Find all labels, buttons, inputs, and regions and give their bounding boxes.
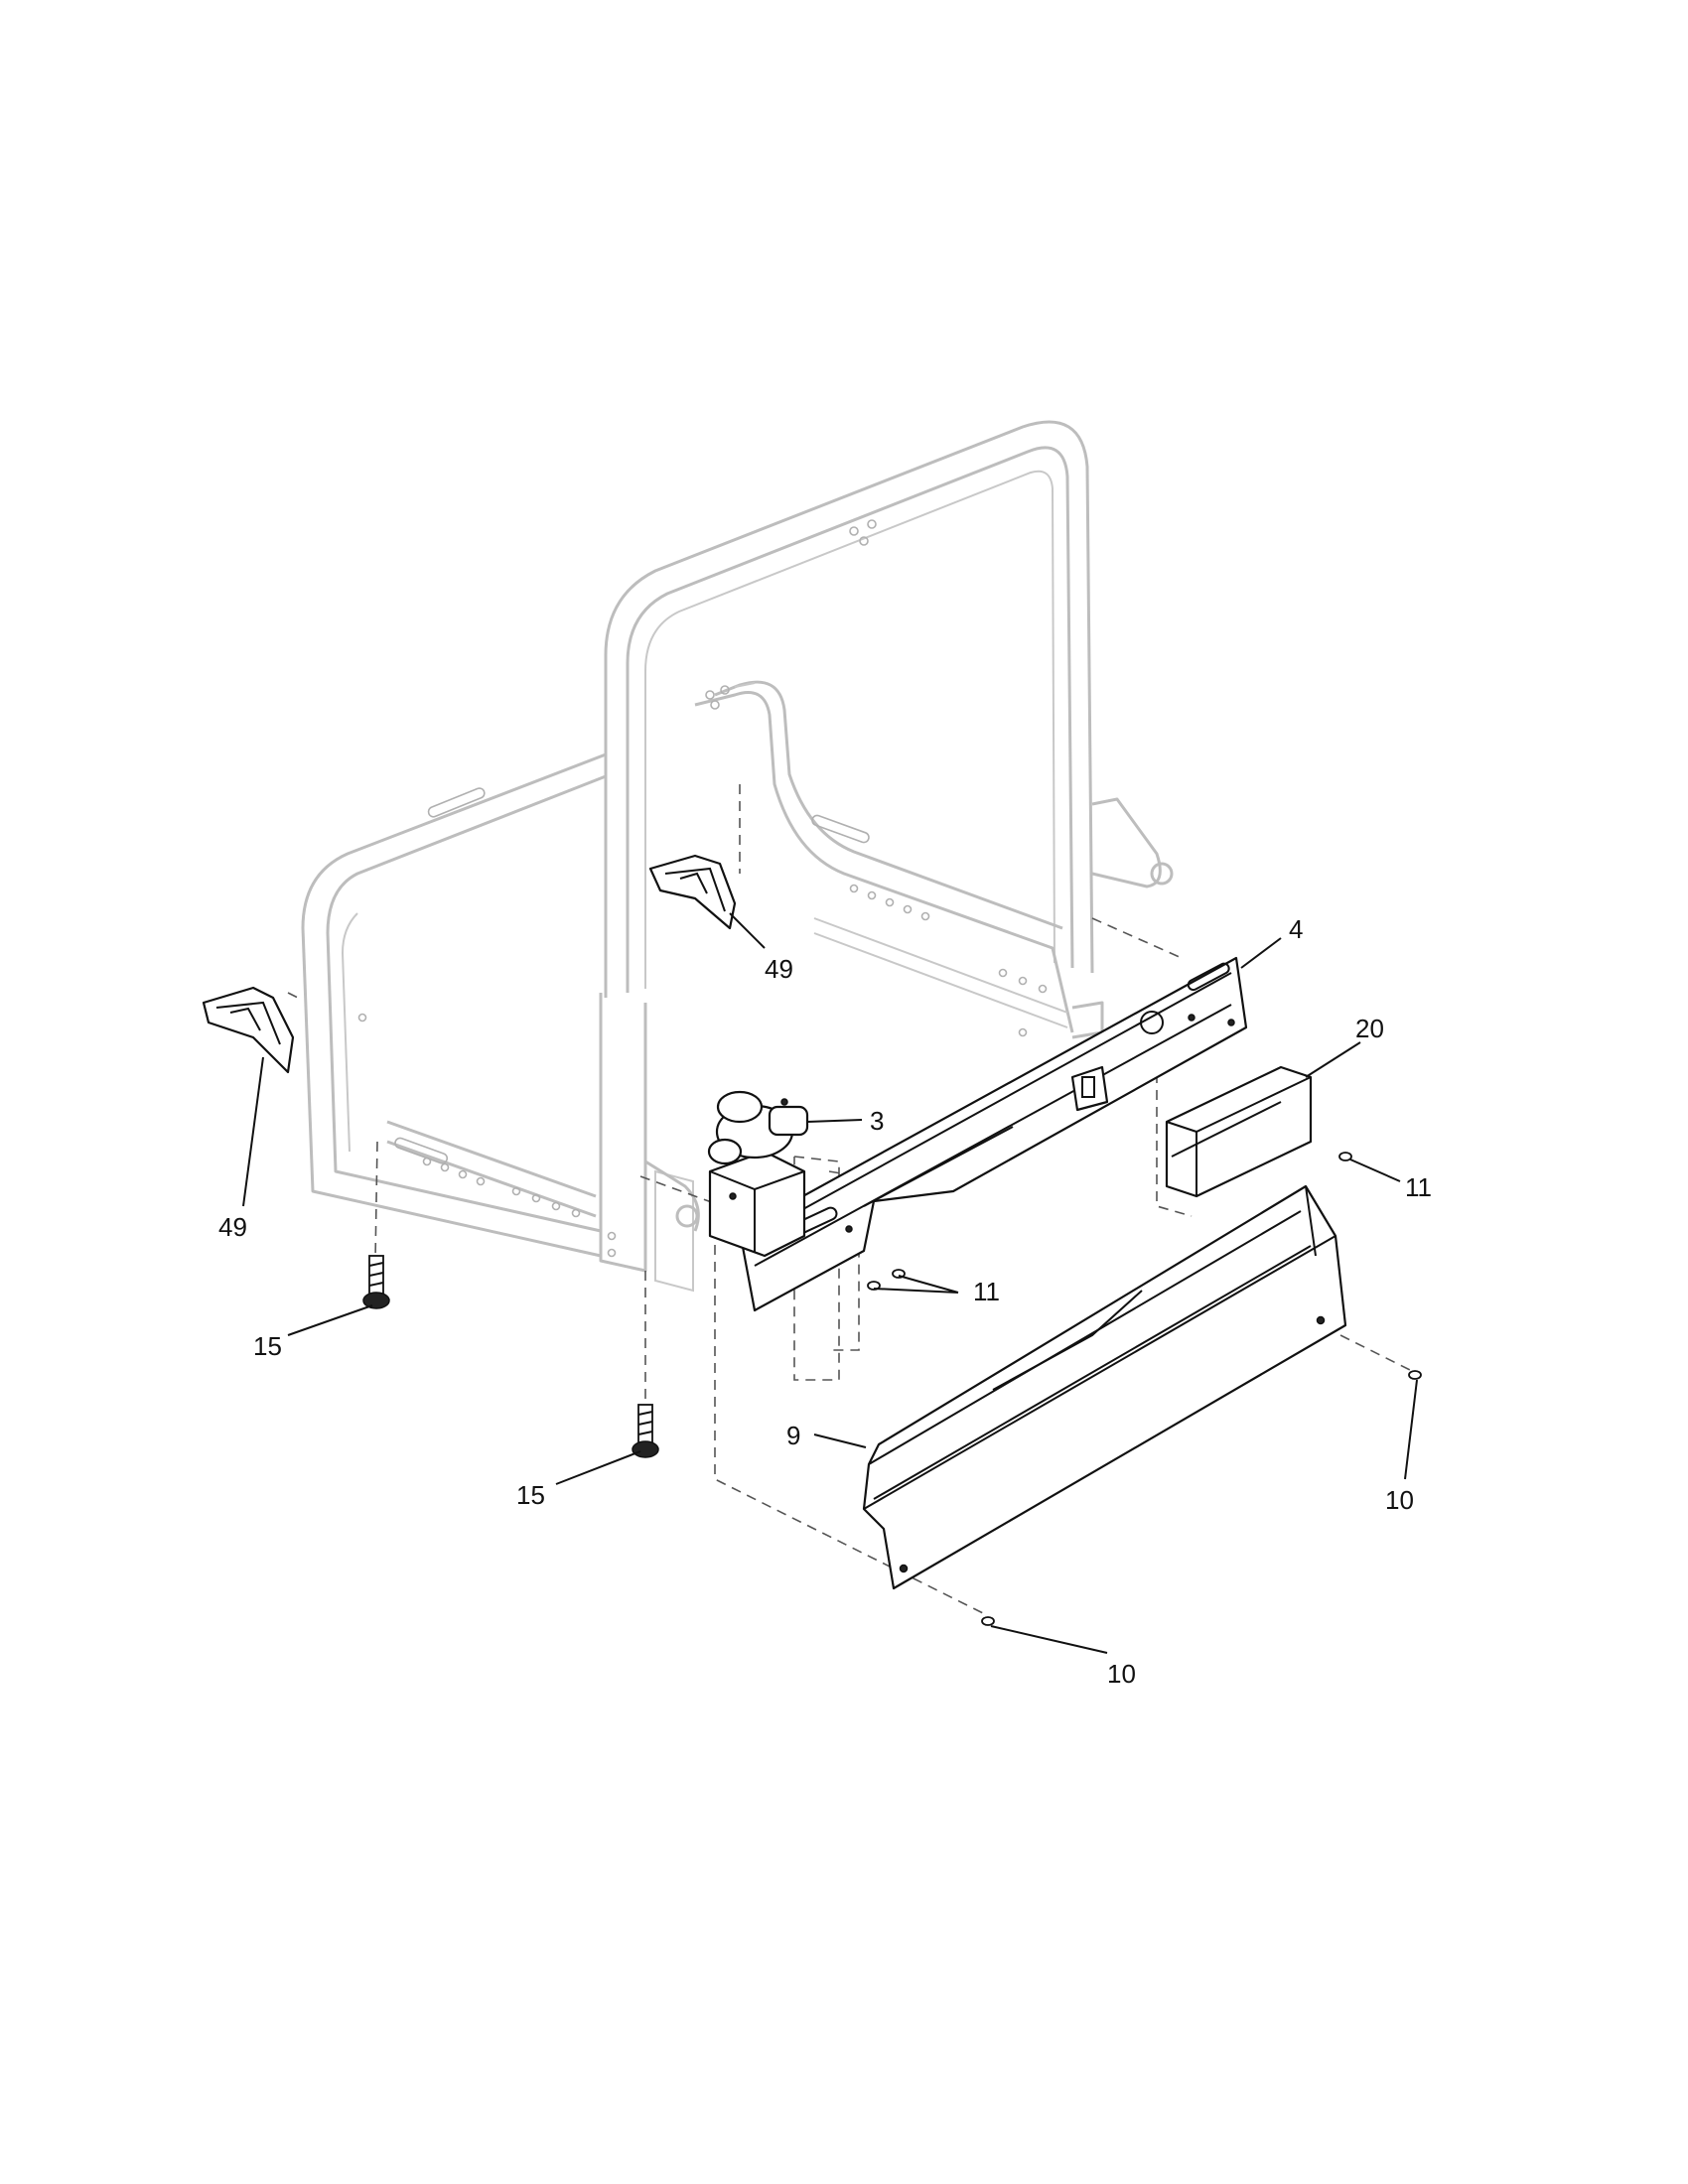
part-49-leg-upper (648, 854, 737, 930)
callout-49-left: 49 (218, 1212, 247, 1242)
callout-3: 3 (870, 1106, 884, 1136)
callout-4: 4 (1289, 914, 1303, 944)
callout-15-right: 15 (516, 1480, 545, 1510)
callout-9: 9 (786, 1421, 800, 1450)
frame-holes (357, 519, 1048, 1258)
part-10-screws (981, 1370, 1422, 1626)
part-9-toe-kick (862, 1184, 1347, 1590)
part-15-foot-right (632, 1404, 659, 1458)
callout-11-right: 11 (1405, 1172, 1432, 1202)
leader-lines (242, 912, 1418, 1654)
callout-49-upper: 49 (765, 954, 793, 984)
callout-11-center: 11 (973, 1277, 1000, 1306)
dishwasher-frame (301, 420, 1174, 1293)
callout-10-right: 10 (1385, 1485, 1414, 1515)
callout-10-bottom: 10 (1107, 1659, 1136, 1689)
assembly-lines (287, 784, 1411, 1614)
callout-labels: 4 20 3 49 49 11 11 15 15 9 10 10 (218, 914, 1432, 1689)
callout-15-left: 15 (253, 1331, 282, 1361)
callout-20: 20 (1355, 1014, 1384, 1043)
part-3-water-valve (707, 1090, 809, 1258)
part-20-cover (1165, 1065, 1313, 1198)
part-15-foot-left (362, 1255, 390, 1309)
part-49-leg-left (202, 986, 295, 1074)
